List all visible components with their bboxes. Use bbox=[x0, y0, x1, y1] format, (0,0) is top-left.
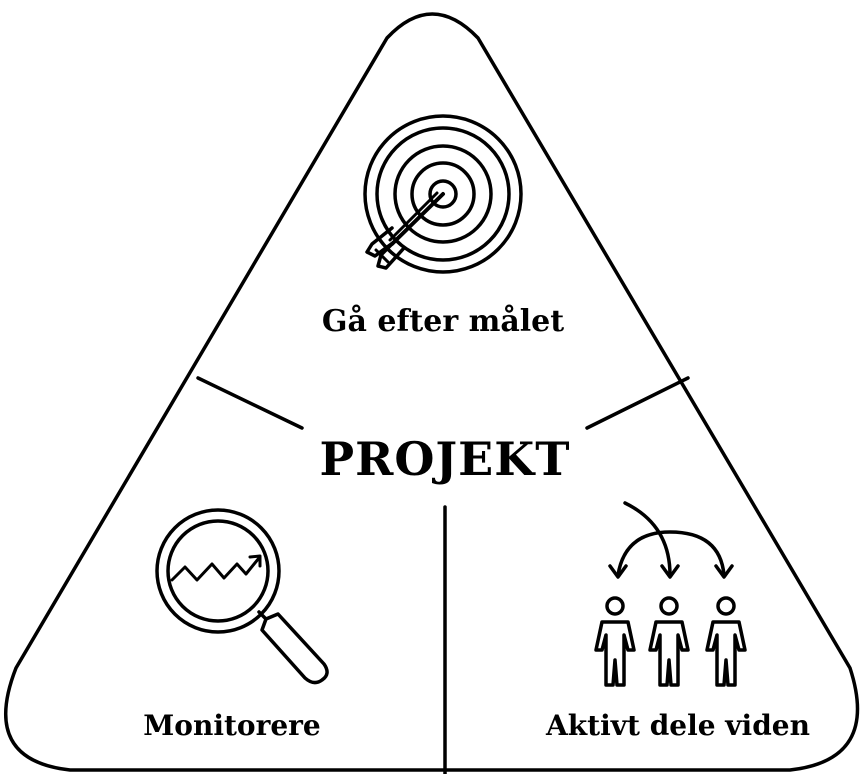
target-icon bbox=[363, 114, 523, 274]
goal-label: Gå efter målet bbox=[321, 304, 565, 339]
monitor-label: Monitorere bbox=[143, 709, 321, 742]
magnifier-trend-icon bbox=[155, 508, 329, 685]
center-title: PROJEKT bbox=[319, 432, 571, 486]
triangle-outline bbox=[4, 12, 860, 772]
person-right-icon bbox=[705, 596, 747, 687]
divider-left bbox=[196, 376, 304, 430]
people-sharing-icon bbox=[594, 501, 747, 687]
person-left-icon bbox=[594, 596, 636, 687]
divider-right bbox=[585, 376, 690, 430]
knowledge-sharing-label: Aktivt dele viden bbox=[546, 709, 810, 742]
person-middle-icon bbox=[648, 596, 690, 687]
